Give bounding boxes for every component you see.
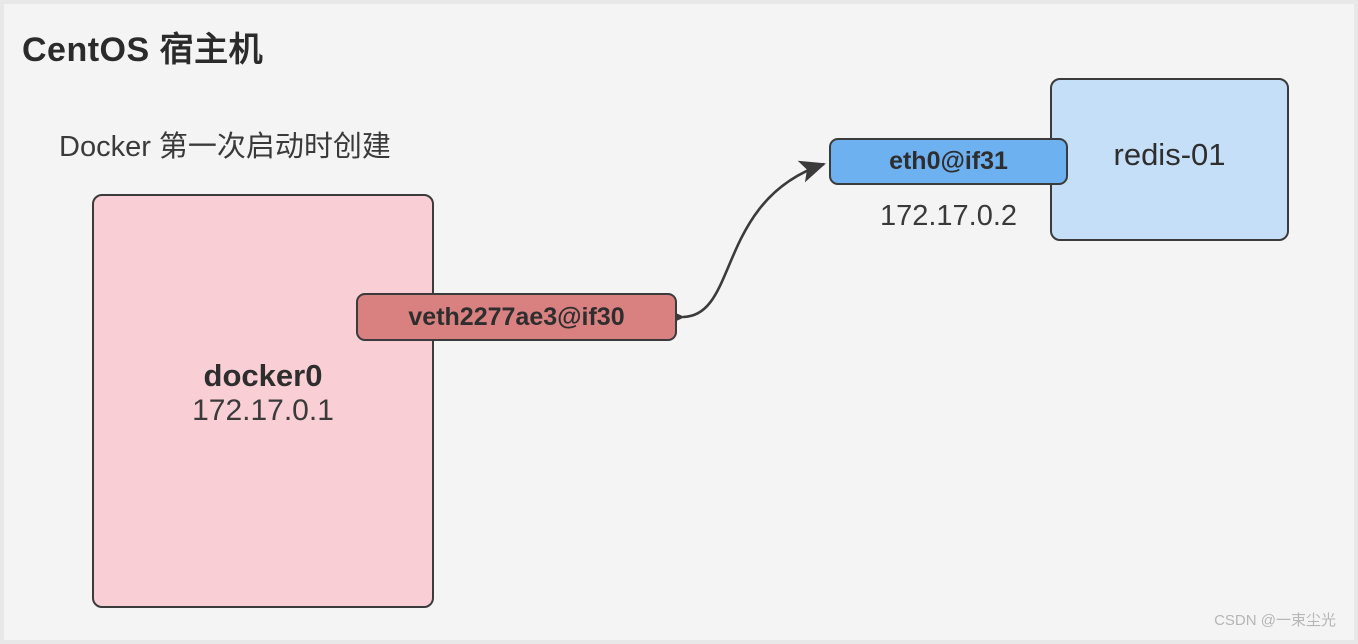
veth-pair-curve (658, 160, 826, 329)
host-title: CentOS 宿主机 (22, 31, 264, 69)
eth0-ip-label: 172.17.0.2 (879, 200, 1018, 232)
eth0-interface-label: eth0@if31 (889, 147, 1008, 175)
veth-interface-pill: veth2277ae3@if30 (356, 293, 677, 341)
eth0-interface-pill: eth0@if31 (829, 138, 1068, 185)
redis-container-box (1050, 78, 1289, 241)
docker0-bridge-box (92, 194, 434, 608)
redis-container-name: redis-01 (1113, 137, 1226, 172)
veth-interface-label: veth2277ae3@if30 (408, 302, 625, 331)
docker-startup-note: Docker 第一次启动时创建 (59, 131, 391, 163)
docker0-labels: docker0 172.17.0.1 (92, 358, 434, 427)
csdn-watermark: CSDN @一束尘光 (1214, 612, 1336, 629)
docker0-name: docker0 (203, 358, 323, 393)
docker0-ip: 172.17.0.1 (192, 393, 334, 427)
